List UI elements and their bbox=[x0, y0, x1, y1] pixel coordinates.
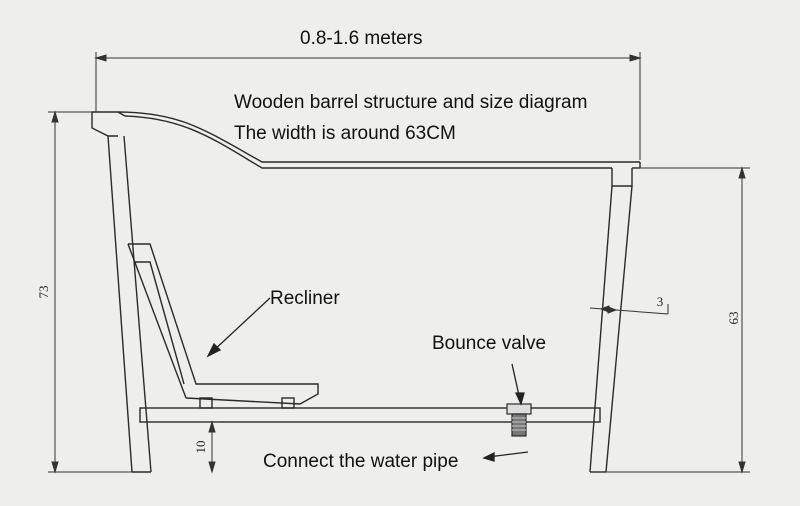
total-height-dimension bbox=[48, 110, 132, 474]
total-height-label: 73 bbox=[36, 286, 51, 299]
leg-height-dimension bbox=[200, 420, 220, 474]
pipe-arrow bbox=[487, 451, 529, 458]
leg-height-label: 10 bbox=[193, 441, 208, 454]
bounce-valve bbox=[506, 403, 532, 437]
recliner-seat bbox=[127, 243, 319, 409]
wall-thickness-label: 3 bbox=[657, 294, 664, 309]
bounce-valve-label: Bounce valve bbox=[432, 333, 547, 354]
wall-thickness-dimension bbox=[589, 304, 669, 315]
recliner-arrow bbox=[211, 297, 271, 353]
wall-height-dimension bbox=[606, 166, 750, 474]
diagram-title: Wooden barrel structure and size diagram bbox=[234, 92, 588, 113]
floor-board bbox=[139, 407, 601, 423]
wall-height-label: 63 bbox=[726, 312, 741, 325]
pointer-arrows bbox=[206, 297, 529, 462]
water-pipe-label: Connect the water pipe bbox=[263, 451, 459, 472]
overall-length-label: 0.8-1.6 meters bbox=[290, 28, 433, 50]
tub-outline bbox=[91, 111, 641, 473]
width-note: The width is around 63CM bbox=[234, 123, 456, 144]
length-dimension-line bbox=[94, 52, 642, 160]
recliner-label: Recliner bbox=[270, 288, 340, 309]
